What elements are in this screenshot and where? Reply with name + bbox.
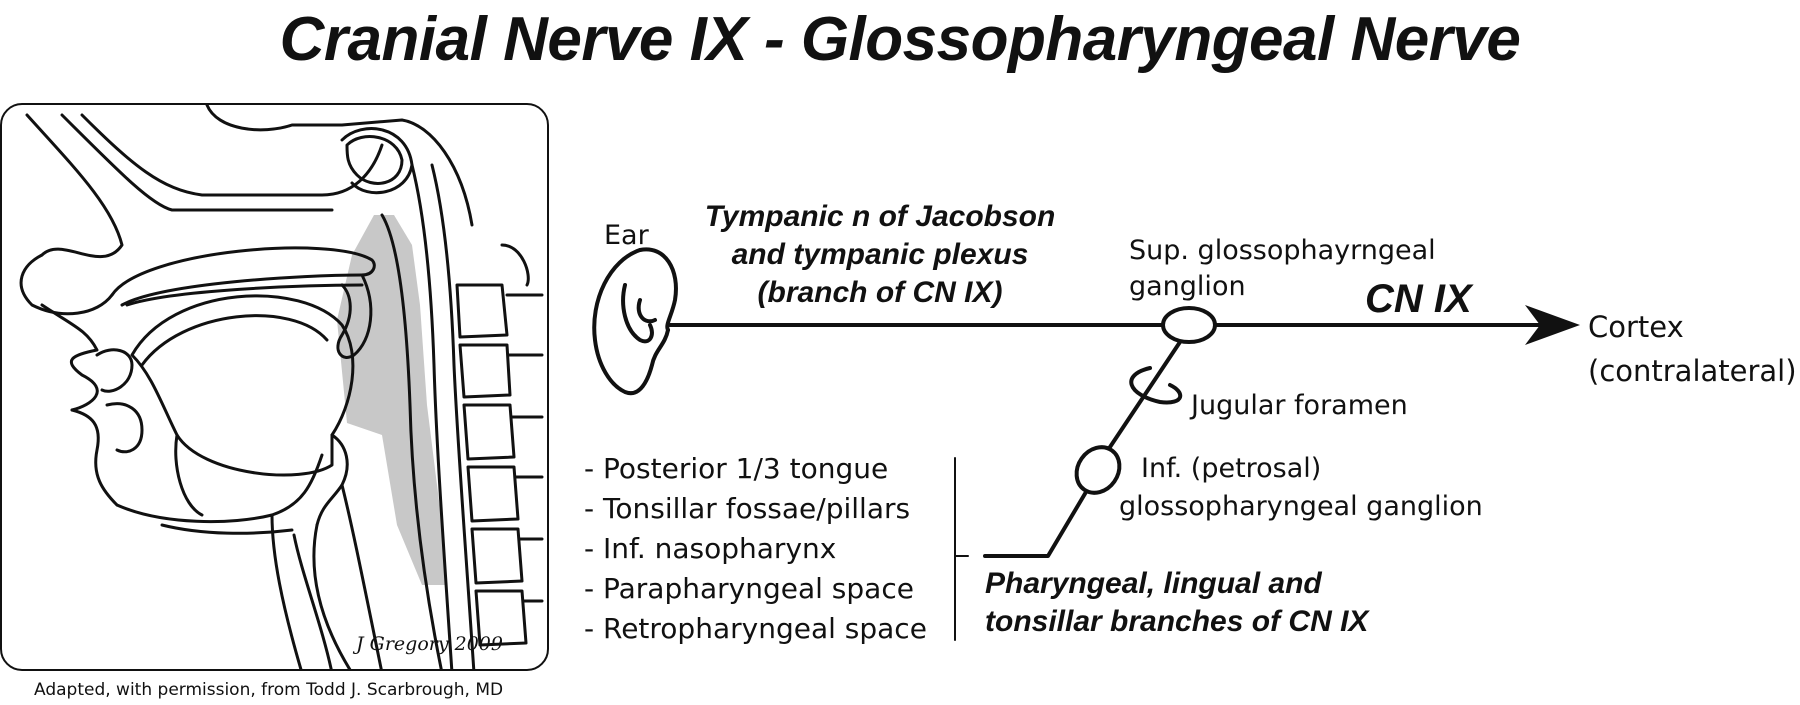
list-item: - Posterior 1/3 tongue	[584, 452, 889, 485]
jugular-foramen-label: Jugular foramen	[1191, 390, 1408, 421]
page-title: Cranial Nerve IX - Glossopharyngeal Nerv…	[279, 5, 1521, 74]
tongue	[130, 294, 355, 477]
branches-nerve-line	[983, 490, 1088, 558]
cortex-label: Cortex (contralateral)	[1588, 310, 1797, 388]
sphenoid-sinus	[345, 135, 404, 185]
list-item: - Tonsillar fossae/pillars	[584, 492, 911, 525]
branches-label: Pharyngeal, lingual and tonsillar branch…	[985, 567, 1369, 638]
ear-icon	[592, 247, 678, 396]
tympanic-nerve-label: Tympanic n of Jacobson and tympanic plex…	[704, 200, 1056, 309]
image-credit: Adapted, with permission, from Todd J. S…	[34, 680, 504, 700]
list-item: - Retropharyngeal space	[584, 612, 927, 645]
inferior-ganglion	[1074, 445, 1122, 495]
shaded-pharynx-region	[337, 215, 447, 585]
ear-label: Ear	[604, 220, 649, 251]
sagittal-head-illustration: J Gregory 2009	[0, 103, 549, 671]
anatomy-drawing	[19, 105, 544, 669]
list-item: - Parapharyngeal space	[584, 572, 914, 605]
inferior-ganglion-label: Inf. (petrosal) glossopharyngeal ganglio…	[1119, 453, 1483, 522]
jugular-foramen-ring	[1129, 366, 1183, 405]
innervation-list: - Posterior 1/3 tongue - Tonsillar fossa…	[584, 449, 927, 649]
superior-ganglion-label: Sup. glossophayrngeal ganglion	[1129, 235, 1436, 302]
artist-signature: J Gregory 2009	[356, 633, 503, 655]
arrowhead	[1525, 305, 1580, 345]
list-item: - Inf. nasopharynx	[584, 532, 837, 565]
cn-ix-label: CN IX	[1365, 277, 1472, 321]
superior-ganglion	[1161, 306, 1217, 344]
